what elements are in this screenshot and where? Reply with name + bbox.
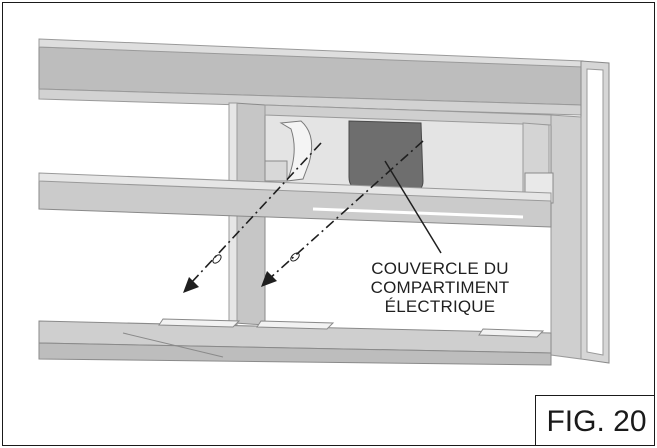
middle-rail bbox=[38, 172, 552, 228]
top-beam bbox=[38, 38, 584, 116]
electrical-cover bbox=[348, 120, 424, 192]
cover-callout-label: COUVERCLE DU COMPARTIMENT ÉLECTRIQUE bbox=[345, 259, 535, 316]
bottom-rail bbox=[38, 318, 552, 366]
figure-label: FIG. 20 bbox=[535, 395, 654, 445]
callout-line-2: COMPARTIMENT bbox=[370, 278, 510, 297]
screw-path-right bbox=[261, 140, 424, 287]
right-frame bbox=[550, 60, 610, 364]
callout-line-1: COUVERCLE DU bbox=[371, 259, 509, 278]
callout-leader bbox=[384, 160, 442, 254]
assembly-illustration bbox=[38, 38, 610, 366]
screw-path-left bbox=[183, 142, 322, 293]
callout-line-3: ÉLECTRIQUE bbox=[384, 297, 496, 316]
